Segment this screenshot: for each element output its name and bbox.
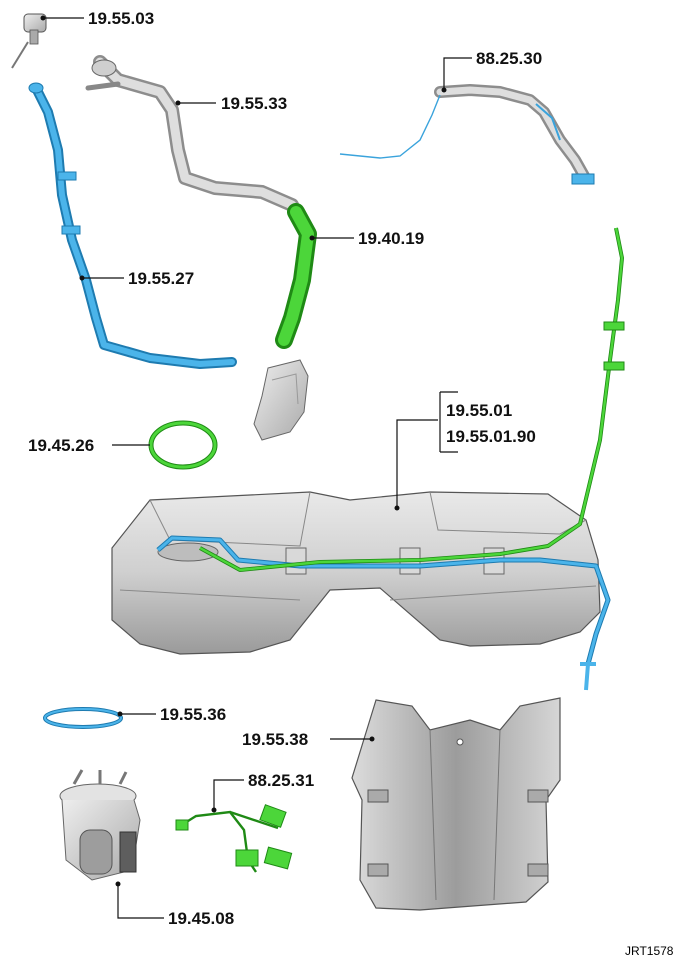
o-ring-part <box>148 420 218 470</box>
figure-reference: JRT1578 <box>625 944 674 958</box>
callout-o-ring: 19.45.26 <box>28 436 150 455</box>
callout-filler-hose: 19.40.19 <box>309 229 424 248</box>
callout-harness-top: 88.25.30 <box>441 49 542 93</box>
label-filler-hose: 19.40.19 <box>358 229 424 248</box>
harness-bottom-part <box>175 804 293 873</box>
label-filler-neck: 19.55.33 <box>221 94 287 113</box>
label-sensor: 19.55.03 <box>88 9 154 28</box>
harness-top-part <box>339 84 595 185</box>
fuel-sensor-part <box>11 13 47 69</box>
callout-lock-ring: 19.55.36 <box>117 705 226 724</box>
callout-heat-shield: 19.55.38 <box>242 730 375 749</box>
callout-filler-neck: 19.55.33 <box>175 94 287 113</box>
label-lock-ring: 19.55.36 <box>160 705 226 724</box>
filler-bracket-part <box>253 359 309 441</box>
tank-pipes <box>156 227 625 691</box>
label-heat-shield: 19.55.38 <box>242 730 308 749</box>
pump-module-part <box>59 769 141 881</box>
callout-pump-module: 19.45.08 <box>115 881 234 928</box>
callout-sensor: 19.55.03 <box>40 9 154 28</box>
label-vent-pipe: 19.55.27 <box>128 269 194 288</box>
label-o-ring: 19.45.26 <box>28 436 94 455</box>
label-tank-alt: 19.55.01.90 <box>446 427 536 446</box>
callout-harness-bottom: 88.25.31 <box>211 771 314 813</box>
label-harness-bottom: 88.25.31 <box>248 771 314 790</box>
filler-hose-green-part <box>275 203 317 349</box>
label-harness-top: 88.25.30 <box>476 49 542 68</box>
filler-neck-part <box>85 55 299 212</box>
label-pump-module: 19.45.08 <box>168 909 234 928</box>
label-tank: 19.55.01 <box>446 401 512 420</box>
heat-shield-part <box>351 697 561 911</box>
callout-vent-pipe: 19.55.27 <box>79 269 194 288</box>
vent-pipe-blue-part <box>28 82 237 369</box>
callout-tank: 19.55.01 19.55.01.90 <box>394 391 536 511</box>
lock-ring-part <box>43 707 123 729</box>
fuel-tank-part <box>111 491 601 655</box>
